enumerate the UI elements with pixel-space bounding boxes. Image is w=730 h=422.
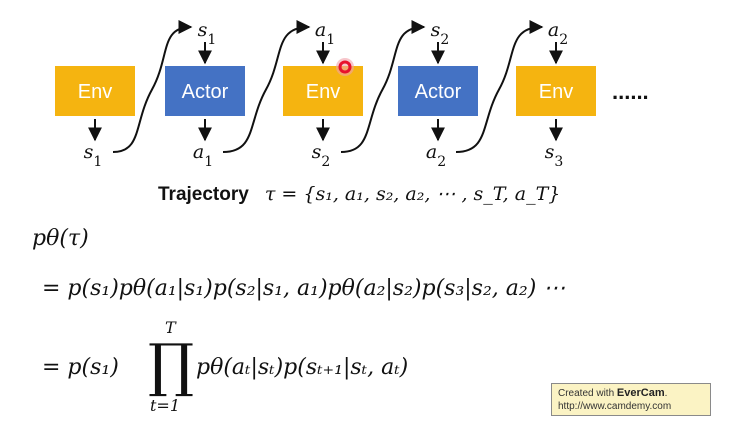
actor-box-1 [165, 66, 245, 116]
bottom-label-0: s1 [84, 141, 103, 170]
actor-box-3 [398, 66, 478, 116]
ellipsis: ...... [612, 79, 649, 104]
bottom-label-1: a1 [193, 141, 213, 170]
watermark-prefix: Created with [558, 388, 617, 399]
top-label-3: a2 [548, 19, 568, 48]
trajectory-diagram: Env Actor Env Actor Env s1 a1 s2 a2 s3 s1 a1 s2 a2 .… [55, 19, 649, 170]
actor-label-3: Actor [415, 81, 462, 103]
cursor-marker [338, 60, 352, 74]
env-label-0: Env [78, 81, 112, 103]
watermark-url: http://www.camdemy.com [558, 401, 672, 412]
env-label-2: Env [306, 81, 340, 103]
product-upper-bound: T [165, 318, 176, 337]
product-lower-bound: t=1 [150, 396, 181, 415]
env-box-4 [516, 66, 596, 116]
flow-curve-0 [112, 20, 193, 153]
equation-line-2: = p(s₁)pθ(a₁|s₁)p(s₂|s₁, a₁)pθ(a₂|s₂)p(s… [42, 276, 566, 301]
top-label-2: s2 [431, 19, 450, 48]
bottom-label-4: s3 [545, 141, 564, 170]
flow-curve-2 [340, 20, 426, 153]
top-label-1: a1 [315, 19, 335, 48]
watermark-brand: EverCam [616, 387, 665, 399]
trajectory-formula: τ = {s₁, a₁, s₂, a₂, ⋯ , s_T, a_T} [264, 183, 561, 205]
evercam-watermark: Created with EverCam. http://www.camdemy… [551, 383, 711, 416]
watermark-suffix: . [664, 388, 668, 399]
bottom-label-3: a2 [426, 141, 446, 170]
trajectory-label: Trajectory [158, 184, 249, 205]
top-label-0: s1 [198, 19, 217, 48]
flow-curve-1 [222, 20, 311, 153]
bottom-label-2: s2 [312, 141, 331, 170]
env-box-0 [55, 66, 135, 116]
equation-line-1: pθ(τ) [32, 226, 89, 251]
product-symbol: ∏ [148, 331, 195, 399]
actor-label-1: Actor [182, 81, 229, 103]
trajectory-definition: Trajectory τ = {s₁, a₁, s₂, a₂, ⋯ , s_T,… [158, 183, 560, 206]
flow-curve-3 [455, 20, 544, 153]
equation-line-3-prefix: = p(s₁) [42, 355, 119, 380]
equation-line-3-suffix: pθ(aₜ|sₜ)p(sₜ₊₁|sₜ, aₜ) [196, 355, 409, 380]
env-label-4: Env [539, 81, 573, 103]
